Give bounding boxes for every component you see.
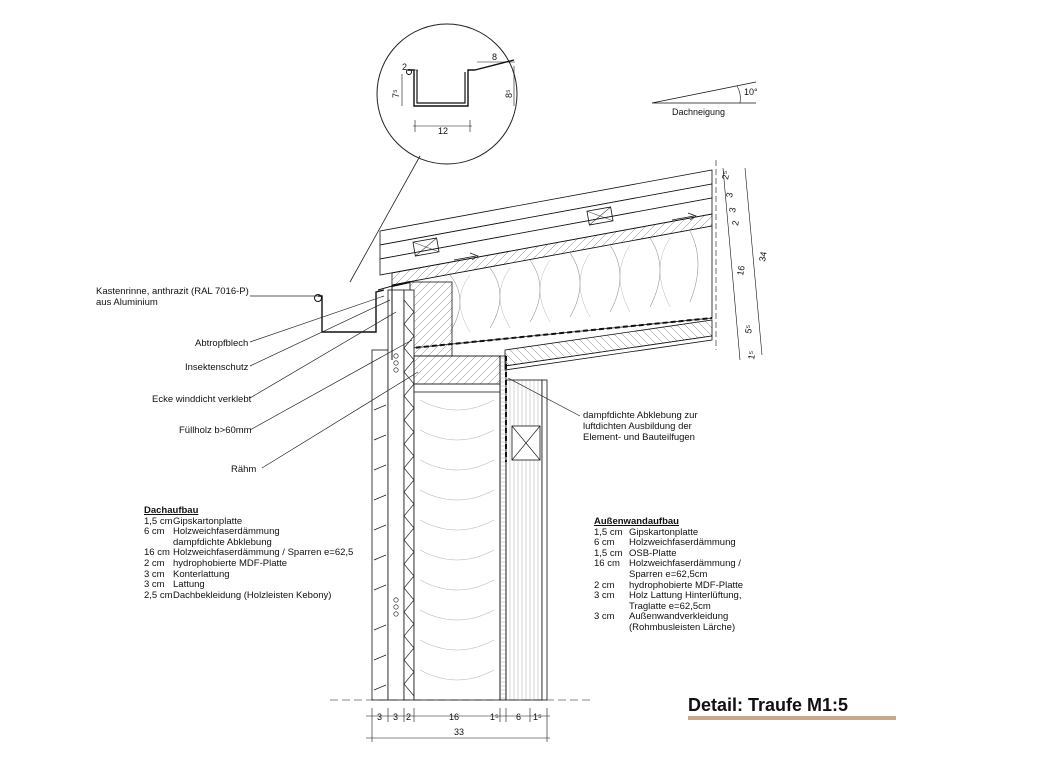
wall-dim-3: 2 <box>406 712 411 722</box>
layer-material: Holzweichfaserdämmung / <box>629 558 741 570</box>
roof-dim-4: 2 <box>730 220 741 227</box>
layer-material: Lattung <box>173 579 205 591</box>
layer-material: hydrophobierte MDF-Platte <box>629 579 744 591</box>
layer-row: Sparren e=62,5cm <box>594 568 743 581</box>
layer-thickness: 1,5 cm <box>144 515 173 527</box>
roof-build-heading: Dachaufbau <box>144 505 199 516</box>
layer-material: Traglatte e=62,5cm <box>629 600 711 612</box>
detail-title: Detail: Traufe M1:5 <box>688 694 897 720</box>
gutter-dim-bottom-width: 12 <box>438 126 448 136</box>
wall-dim-4: 16 <box>449 712 459 722</box>
layer-row: dampfdichte Abklebung <box>144 536 353 549</box>
layer-thickness: 2 cm <box>144 557 165 569</box>
layer-row: Traglatte e=62,5cm <box>594 600 743 613</box>
gutter-dim-wall-gap: 2 <box>402 62 407 72</box>
layer-thickness: 1,5 cm <box>594 547 623 559</box>
layer-row: 2 cm hydrophobierte MDF-Platte <box>144 557 353 570</box>
layer-material: Konterlattung <box>173 568 230 580</box>
wall-dim-5: 1⁵ <box>490 712 499 722</box>
layer-thickness: 2 cm <box>594 579 615 591</box>
callout-gutter-line-1: Kastenrinne, anthrazit (RAL 7016-P) <box>96 286 249 297</box>
layer-material: Gipskartonplatte <box>173 515 243 527</box>
layer-row: 16 cm Holzweichfaserdämmung / <box>594 559 743 570</box>
layer-row: 3 cm Außenwandverkleidung <box>594 612 743 623</box>
wall-build-heading: Außenwandaufbau <box>594 516 679 527</box>
layer-row: 1,5 cmGipskartonplatte <box>144 515 353 528</box>
layer-material: (Rohmbusleisten Lärche) <box>629 621 736 633</box>
layer-material: Sparren e=62,5cm <box>629 568 708 580</box>
layer-material: Dachbekleidung (Holzleisten Kebony) <box>173 589 332 601</box>
layer-thickness: 6 cm <box>594 537 615 549</box>
layer-row: 6 cm Holzweichfaserdämmung <box>594 538 743 549</box>
wall-dim-2: 3 <box>393 712 398 722</box>
roof-dim-7: 1⁵ <box>746 350 757 361</box>
callout-drip-plate: Abtropfblech <box>195 338 249 349</box>
layer-material: dampfdichte Abklebung <box>173 536 272 548</box>
roof-dim-3: 3 <box>727 207 738 214</box>
callout-vapor-line-3: Element- und Bauteilfugen <box>583 432 695 443</box>
layer-material: Holzweichfaserdämmung <box>173 526 280 538</box>
wall-section <box>330 289 590 701</box>
roof-dim-total: 34 <box>757 251 769 263</box>
callout-corner: Ecke winddicht verklebt <box>152 394 252 405</box>
layer-thickness: 16 cm <box>594 558 620 570</box>
wall-dim-total: 33 <box>454 727 464 737</box>
layer-thickness: 16 cm <box>144 547 170 559</box>
layer-row: 2 cm hydrophobierte MDF-Platte <box>594 579 744 592</box>
callout-vapor-line-1: dampfdichte Abklebung zur <box>583 410 698 421</box>
wall-dim-7: 1⁵ <box>533 712 542 722</box>
gutter-section <box>314 281 411 360</box>
callout-vapor-line-2: luftdichten Ausbildung der <box>583 421 692 432</box>
callout-filler: Füllholz b>60mm <box>179 425 252 436</box>
layer-row: 3 cm Holz Lattung Hinterlüftung, <box>594 591 743 602</box>
roof-pitch-angle: 10° <box>744 87 758 97</box>
layer-thickness: 3 cm <box>594 611 615 623</box>
layer-material: Außenwandverkleidung <box>629 611 729 623</box>
layer-material: Gipskartonplatte <box>629 526 699 538</box>
layer-thickness: 6 cm <box>144 526 165 538</box>
callout-gutter-line-2: aus Aluminium <box>96 297 158 308</box>
layer-thickness: 3 cm <box>594 590 615 602</box>
wall-dimension-chain: 3 3 2 16 1⁵ 6 1⁵ 33 <box>366 708 550 742</box>
wall-dim-6: 6 <box>516 712 521 722</box>
roof-dim-6: 5⁵ <box>743 324 754 335</box>
layer-row: 3 cm Konterlattung <box>144 568 353 581</box>
roof-dim-1: 2⁵ <box>720 170 731 181</box>
layer-thickness: 2,5 cm <box>144 589 173 601</box>
roof-pitch-label: Dachneigung <box>672 107 725 117</box>
layer-row: 1,5 cm Gipskartonplatte <box>594 526 743 539</box>
roof-dimension-chain: 2⁵ 3 3 2 16 5⁵ 1⁵ 34 <box>720 167 769 361</box>
layer-material: Holz Lattung Hinterlüftung, <box>629 590 742 602</box>
layer-thickness: 3 cm <box>144 579 165 591</box>
layer-material: Holzweichfaserdämmung <box>629 537 736 549</box>
callout-plate: Rähm <box>231 464 257 475</box>
gutter-detail-circle: 8 2 7⁵ 8⁵ 12 <box>349 23 518 283</box>
layer-material: hydrophobierte MDF-Platte <box>173 557 288 569</box>
layer-material: Holzweichfaserdämmung / Sparren e=62,5 <box>173 547 354 559</box>
layer-thickness: 1,5 cm <box>594 526 623 538</box>
roof-dim-2: 3 <box>724 192 735 199</box>
layer-row: 1,5 cm OSB-Platte <box>594 547 743 560</box>
roof-section <box>379 160 717 371</box>
gutter-dim-right-height: 8⁵ <box>504 89 514 98</box>
layer-row: (Rohmbusleisten Lärche) <box>594 621 743 634</box>
layer-row: 6 cm Holzweichfaserdämmung <box>144 527 353 538</box>
layer-material: OSB-Platte <box>629 547 677 559</box>
layer-row: 2,5 cmDachbekleidung (Holzleisten Kebony… <box>144 589 353 602</box>
callout-gutter: Kastenrinne, anthrazit (RAL 7016-P) aus … <box>96 286 249 308</box>
callout-vapor: dampfdichte Abklebung zur luftdichten Au… <box>583 410 698 443</box>
callout-leaders <box>249 295 581 469</box>
gutter-dim-left-height: 7⁵ <box>391 89 401 98</box>
gutter-dim-top-width: 8 <box>492 52 497 62</box>
roof-pitch-indicator: 10° Dachneigung <box>651 81 758 117</box>
layer-thickness: 3 cm <box>144 568 165 580</box>
wall-dim-1: 3 <box>377 712 382 722</box>
callout-insect-screen: Insektenschutz <box>185 362 249 373</box>
layer-row: 3 cm Lattung <box>144 580 353 591</box>
roof-dim-5: 16 <box>735 265 747 277</box>
